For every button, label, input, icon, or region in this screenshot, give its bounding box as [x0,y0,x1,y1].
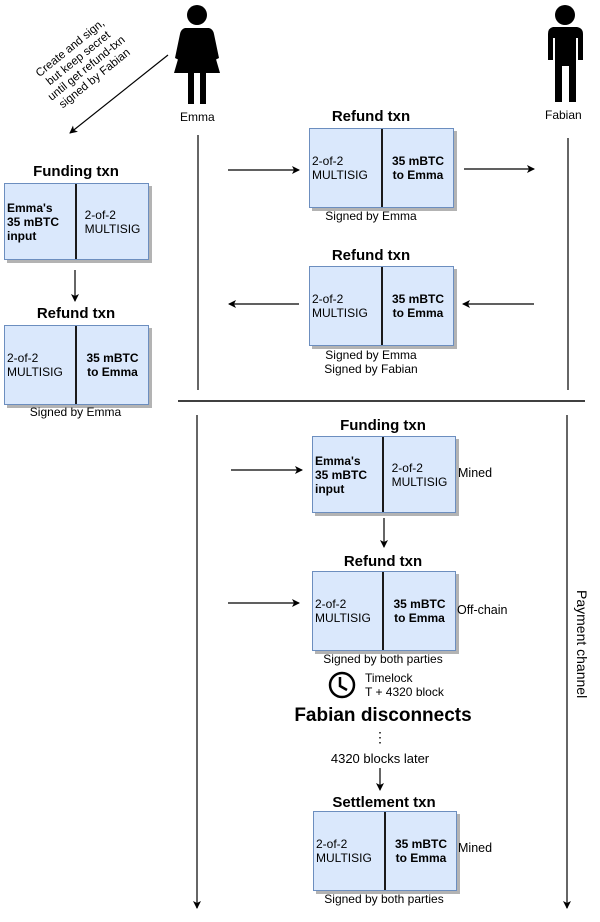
funding-status: Mined [458,466,493,480]
setup-refund1-signatures: Signed by Emma [325,209,417,223]
txn-divider [75,184,77,259]
setup-refund2-title: Refund txn [331,247,411,264]
timelock-text: Timelock T + 4320 block [365,671,444,699]
left-funding-title: Funding txn [33,163,119,180]
txn-divider [75,326,77,404]
emma-label: Emma [180,110,215,124]
channel-refund-signatures: Signed by both parties [323,652,443,666]
fabian-label: Fabian [545,108,582,122]
signature-line: Signed by Emma [325,348,417,362]
emma-to-left-arrow [69,54,169,134]
settlement-signatures: Signed by both parties [324,892,444,906]
txn-divider [381,267,383,345]
setup-refund1-title: Refund txn [331,108,411,125]
setup-refund2-signatures: Signed by Emma Signed by Fabian [309,348,433,376]
man-figure-icon [548,5,583,102]
timelock-value: T + 4320 block [365,685,444,699]
left-refund-title: Refund txn [36,305,116,322]
payment-channel-label: Payment channel [574,590,590,699]
woman-figure-icon [174,5,220,104]
txn-divider [382,572,384,650]
delay-label: 4320 blocks later [330,751,430,766]
left-refund-signatures: Signed by Emma [29,405,122,419]
settlement-status: Mined [458,841,493,855]
channel-funding-title: Funding txn [340,417,426,434]
ellipsis-icon: ⋮ [373,729,387,745]
timelock-label: Timelock [365,671,413,685]
settlement-title: Settlement txn [332,794,436,811]
clock-icon [328,671,356,699]
txn-divider [384,812,386,890]
channel-refund-title: Refund txn [343,553,423,570]
txn-divider [382,437,384,512]
event-heading: Fabian disconnects [294,705,472,726]
signature-line: Signed by Fabian [324,362,418,376]
refund-status: Off-chain [457,603,508,617]
txn-divider [381,129,383,207]
